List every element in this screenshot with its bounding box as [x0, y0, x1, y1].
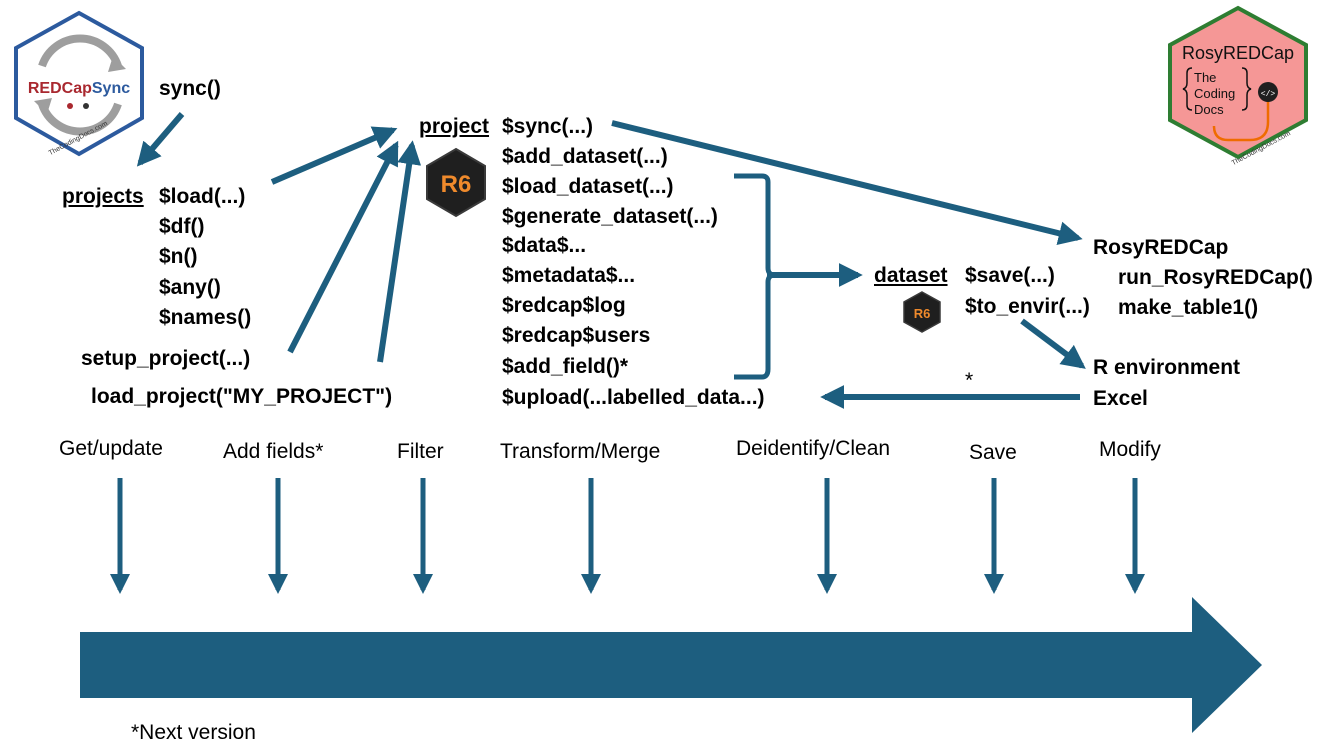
svg-text:</>: </>	[1261, 90, 1276, 99]
svg-text:R6: R6	[441, 171, 472, 198]
step-get-update: Get/update	[59, 437, 163, 460]
redcapsync-logo-text: REDCapSync	[28, 80, 130, 97]
arrow-load-to-project	[270, 126, 398, 185]
project-method-redcap-log: $redcap$log	[502, 294, 626, 317]
project-method-data: $data$...	[502, 234, 587, 257]
arrow-sync-to-projects	[136, 112, 185, 167]
arrow-loadproject-to-project	[377, 140, 422, 363]
rosy-logo-line-3: Docs	[1194, 102, 1224, 117]
excel-upload-asterisk: *	[965, 369, 974, 392]
projects-object: projects	[62, 185, 144, 208]
sync-arc-top	[38, 34, 122, 68]
projects-method-any: $any()	[159, 276, 221, 299]
project-method-upload: $upload(...labelled_data...)	[502, 386, 765, 409]
load-project-function: load_project("MY_PROJECT")	[91, 385, 393, 408]
dataset-method-save: $save(...)	[965, 264, 1055, 287]
projects-method-load: $load(...)	[159, 185, 246, 208]
dataset-method-to-envir: $to_envir(...)	[965, 295, 1090, 318]
rosy-logo-line-2: Coding	[1194, 86, 1235, 101]
footnote: *Next version	[131, 721, 256, 744]
arrow-setup-to-project	[287, 140, 399, 354]
project-method-sync: $sync(...)	[502, 115, 594, 138]
step-deidentify-clean: Deidentify/Clean	[736, 437, 891, 460]
step-transform-merge: Transform/Merge	[500, 440, 661, 463]
rosyredcap-table1-function: make_table1()	[1118, 296, 1259, 319]
projects-method-names: $names()	[159, 306, 252, 329]
excel-label: Excel	[1093, 387, 1148, 410]
step-save: Save	[969, 441, 1017, 464]
project-method-generate-dataset: $generate_dataset(...)	[502, 205, 718, 228]
projects-method-df: $df()	[159, 215, 205, 238]
project-method-redcap-users: $redcap$users	[502, 324, 651, 347]
r6-badge-small: R6	[903, 291, 941, 333]
arrow-envir-to-r-environment	[1020, 318, 1086, 369]
timeline-arrow	[80, 597, 1262, 733]
project-method-add-dataset: $add_dataset(...)	[502, 145, 668, 168]
rosy-logo-line-1: The	[1194, 70, 1216, 85]
rosyredcap-logo: RosyREDCap The Coding Docs </> TheCoding…	[1168, 5, 1308, 167]
r-environment-label: R environment	[1093, 356, 1241, 379]
projects-method-n: $n()	[159, 245, 198, 268]
arrow-sync-to-rosyredcap	[611, 120, 1083, 246]
project-method-add-field: $add_field()*	[502, 355, 629, 378]
step-modify: Modify	[1099, 438, 1161, 461]
project-object: project	[419, 115, 490, 138]
rosy-logo-cable	[1212, 100, 1270, 142]
rosyredcap-title: RosyREDCap	[1093, 236, 1229, 259]
code-icon	[1258, 82, 1278, 102]
project-method-metadata: $metadata$...	[502, 264, 636, 287]
methods-bracket	[734, 173, 776, 380]
dataset-object: dataset	[874, 264, 948, 287]
sync-function: sync()	[159, 77, 221, 100]
setup-project-function: setup_project(...)	[81, 347, 251, 370]
step-filter: Filter	[397, 440, 444, 463]
svg-text:R6: R6	[914, 306, 931, 321]
project-method-load-dataset: $load_dataset(...)	[502, 175, 674, 198]
rosyredcap-run-function: run_RosyREDCap()	[1118, 266, 1313, 289]
sync-arc-bottom	[38, 102, 122, 136]
redcapsync-logo: REDCapSync TheCodingDocs.com	[14, 10, 144, 157]
r6-badge-large: R6	[426, 147, 486, 218]
rosyredcap-logo-title: RosyREDCap	[1182, 43, 1294, 63]
step-add-fields: Add fields*	[223, 440, 324, 463]
